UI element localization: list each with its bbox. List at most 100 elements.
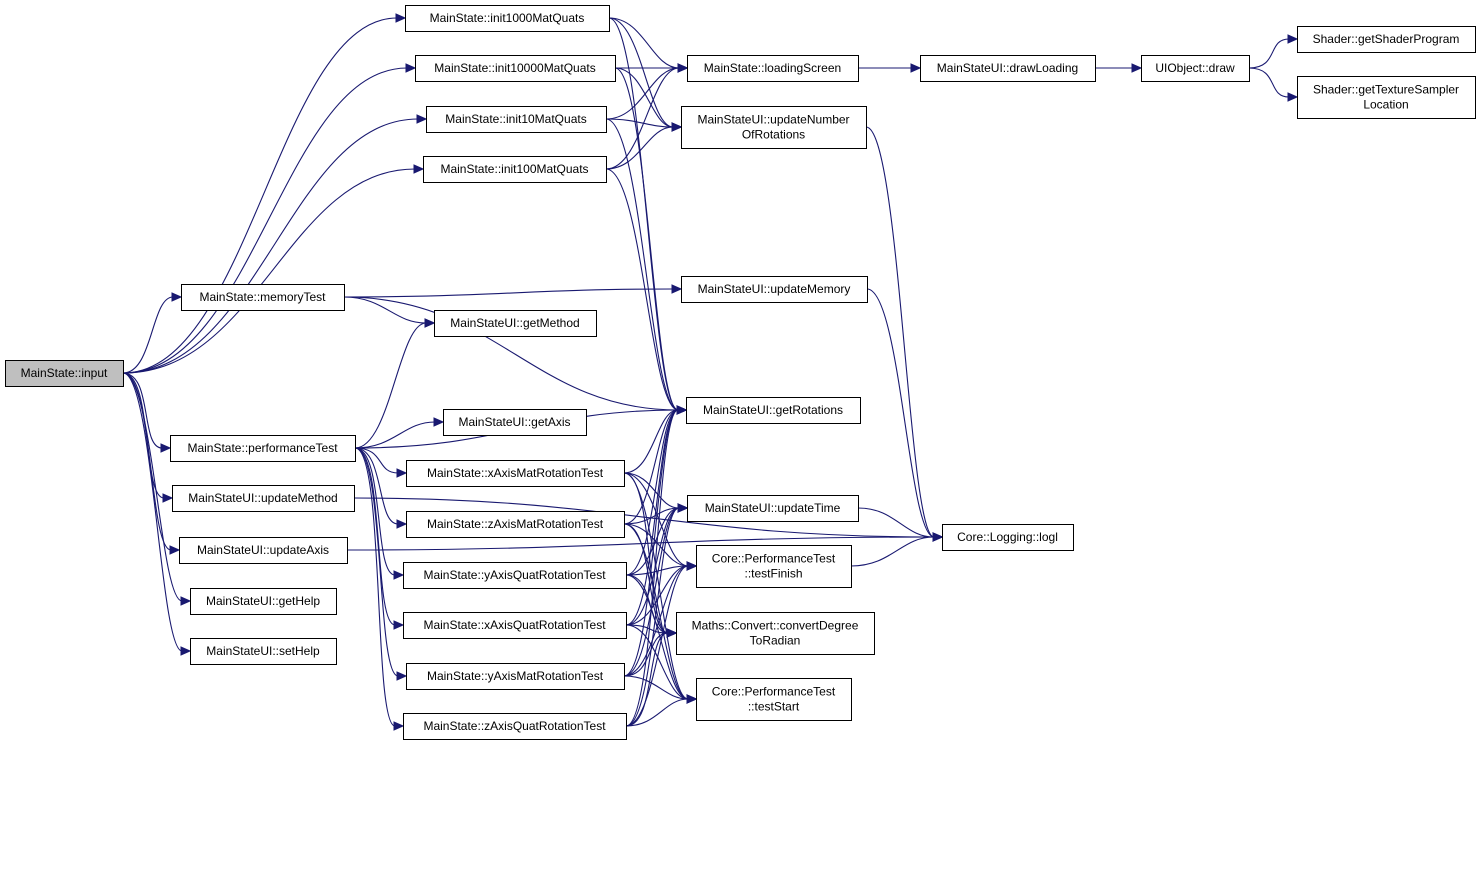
node-init10[interactable]: MainState::init10MatQuats <box>426 106 607 133</box>
edge-line <box>354 447 399 474</box>
edge-line <box>354 421 436 449</box>
edge-arrowhead <box>686 561 698 571</box>
edge-line <box>865 126 935 538</box>
edge-arrowhead <box>396 519 408 529</box>
edge-line <box>625 565 689 576</box>
node-loadingScreen[interactable]: MainState::loadingScreen <box>687 55 859 82</box>
node-getShaderProgram[interactable]: Shader::getShaderProgram <box>1297 26 1476 53</box>
node-uiDraw[interactable]: UIObject::draw <box>1141 55 1250 82</box>
edge-line <box>625 409 679 727</box>
node-label: Core::Logging::logl <box>957 530 1058 544</box>
edge-init100-to-loadingScreen <box>605 63 689 170</box>
node-box <box>1297 26 1476 53</box>
edge-line <box>866 288 935 538</box>
node-box <box>405 5 610 32</box>
node-label: MainStateUI::getRotations <box>703 403 843 417</box>
node-label: Core::PerformanceTest <box>712 685 836 699</box>
edge-line <box>1248 38 1290 69</box>
edge-line <box>605 67 680 170</box>
edge-perfTest-to-zQuat <box>354 447 405 731</box>
edge-perfTest-to-zMat <box>354 447 408 529</box>
node-label: MainState::yAxisQuatRotationTest <box>423 568 606 582</box>
edge-line <box>614 67 674 128</box>
edge-zQuat-to-degToRad <box>625 628 678 727</box>
node-label: MainState::loadingScreen <box>704 61 841 75</box>
node-updateTime[interactable]: MainStateUI::updateTime <box>687 495 859 522</box>
node-label: MainStateUI::updateAxis <box>197 543 329 557</box>
edge-perfTest-to-xMat <box>354 447 408 478</box>
node-updateAxis[interactable]: MainStateUI::updateAxis <box>179 537 348 564</box>
edge-arrowhead <box>160 443 172 453</box>
node-label: MainState::yAxisMatRotationTest <box>427 669 604 683</box>
edge-line <box>625 632 669 727</box>
node-label: MainState::zAxisQuatRotationTest <box>423 719 606 733</box>
edge-line <box>623 507 680 677</box>
node-box <box>190 588 337 615</box>
edge-input-to-init10000 <box>122 63 417 374</box>
node-memoryTest[interactable]: MainState::memoryTest <box>181 284 345 311</box>
node-getHelp[interactable]: MainStateUI::getHelp <box>190 588 337 615</box>
edge-zQuat-to-getRotations <box>625 405 688 727</box>
node-updateMemory[interactable]: MainStateUI::updateMemory <box>681 276 868 303</box>
node-updateMethod[interactable]: MainStateUI::updateMethod <box>172 485 355 512</box>
node-init1000[interactable]: MainState::init1000MatQuats <box>405 5 610 32</box>
edge-perfTest-to-xQuat <box>354 447 405 630</box>
edge-input-to-setHelp <box>122 372 192 656</box>
edge-uiDraw-to-getTexSampler <box>1248 67 1299 102</box>
node-logl[interactable]: Core::Logging::logl <box>942 524 1074 551</box>
node-init10000[interactable]: MainState::init10000MatQuats <box>415 55 616 82</box>
edge-line <box>343 296 427 324</box>
edge-memoryTest-to-updateMemory <box>343 284 683 298</box>
edge-arrowhead <box>393 721 405 731</box>
node-zQuat[interactable]: MainState::zAxisQuatRotationTest <box>403 713 627 740</box>
edge-perfTest-to-getAxis <box>354 417 445 449</box>
edge-updateNumRot-to-logl <box>865 126 944 542</box>
node-label: MainState::xAxisQuatRotationTest <box>423 618 606 632</box>
node-yMat[interactable]: MainState::yAxisMatRotationTest <box>406 663 625 690</box>
node-zMat[interactable]: MainState::zAxisMatRotationTest <box>406 511 625 538</box>
node-label: MainState::xAxisMatRotationTest <box>427 466 604 480</box>
edge-zQuat-to-updateTime <box>625 503 689 727</box>
edge-arrowhead <box>671 284 683 294</box>
edge-line <box>625 409 679 626</box>
edge-init10000-to-updateNumRot <box>614 67 683 132</box>
node-label: ::testFinish <box>744 567 802 581</box>
node-label: Location <box>1363 98 1408 112</box>
node-box <box>687 495 859 522</box>
edge-line <box>122 118 419 374</box>
edge-line <box>623 409 679 525</box>
edge-arrowhead <box>424 318 436 328</box>
edge-line <box>354 447 399 525</box>
node-perfTest[interactable]: MainState::performanceTest <box>170 435 356 462</box>
edge-arrowhead <box>396 671 408 681</box>
node-yQuat[interactable]: MainState::yAxisQuatRotationTest <box>403 562 627 589</box>
edge-line <box>605 118 674 128</box>
node-input[interactable]: MainState::input <box>5 360 124 387</box>
node-init100[interactable]: MainState::init100MatQuats <box>423 156 607 183</box>
node-label: Core::PerformanceTest <box>712 552 836 566</box>
node-testFinish[interactable]: Core::PerformanceTest::testFinish <box>696 545 852 588</box>
node-xQuat[interactable]: MainState::xAxisQuatRotationTest <box>403 612 627 639</box>
node-xMat[interactable]: MainState::xAxisMatRotationTest <box>406 460 625 487</box>
node-label: Shader::getTextureSampler <box>1313 83 1459 97</box>
edge-line <box>354 322 427 449</box>
node-setHelp[interactable]: MainStateUI::setHelp <box>190 638 337 665</box>
node-testStart[interactable]: Core::PerformanceTest::testStart <box>696 678 852 721</box>
node-getRotations[interactable]: MainStateUI::getRotations <box>686 397 861 424</box>
node-label: UIObject::draw <box>1155 61 1235 75</box>
edge-perfTest-to-yMat <box>354 447 408 681</box>
node-getAxis[interactable]: MainStateUI::getAxis <box>443 409 587 436</box>
edge-line <box>625 507 680 727</box>
node-getMethod[interactable]: MainStateUI::getMethod <box>434 310 597 337</box>
edge-arrowhead <box>676 405 688 415</box>
node-label: ToRadian <box>750 634 801 648</box>
node-drawLoading[interactable]: MainStateUI::drawLoading <box>920 55 1096 82</box>
node-label: MainStateUI::updateNumber <box>697 113 849 127</box>
node-box <box>434 310 597 337</box>
node-label: MainStateUI::updateTime <box>705 501 841 515</box>
edge-line <box>122 372 172 551</box>
